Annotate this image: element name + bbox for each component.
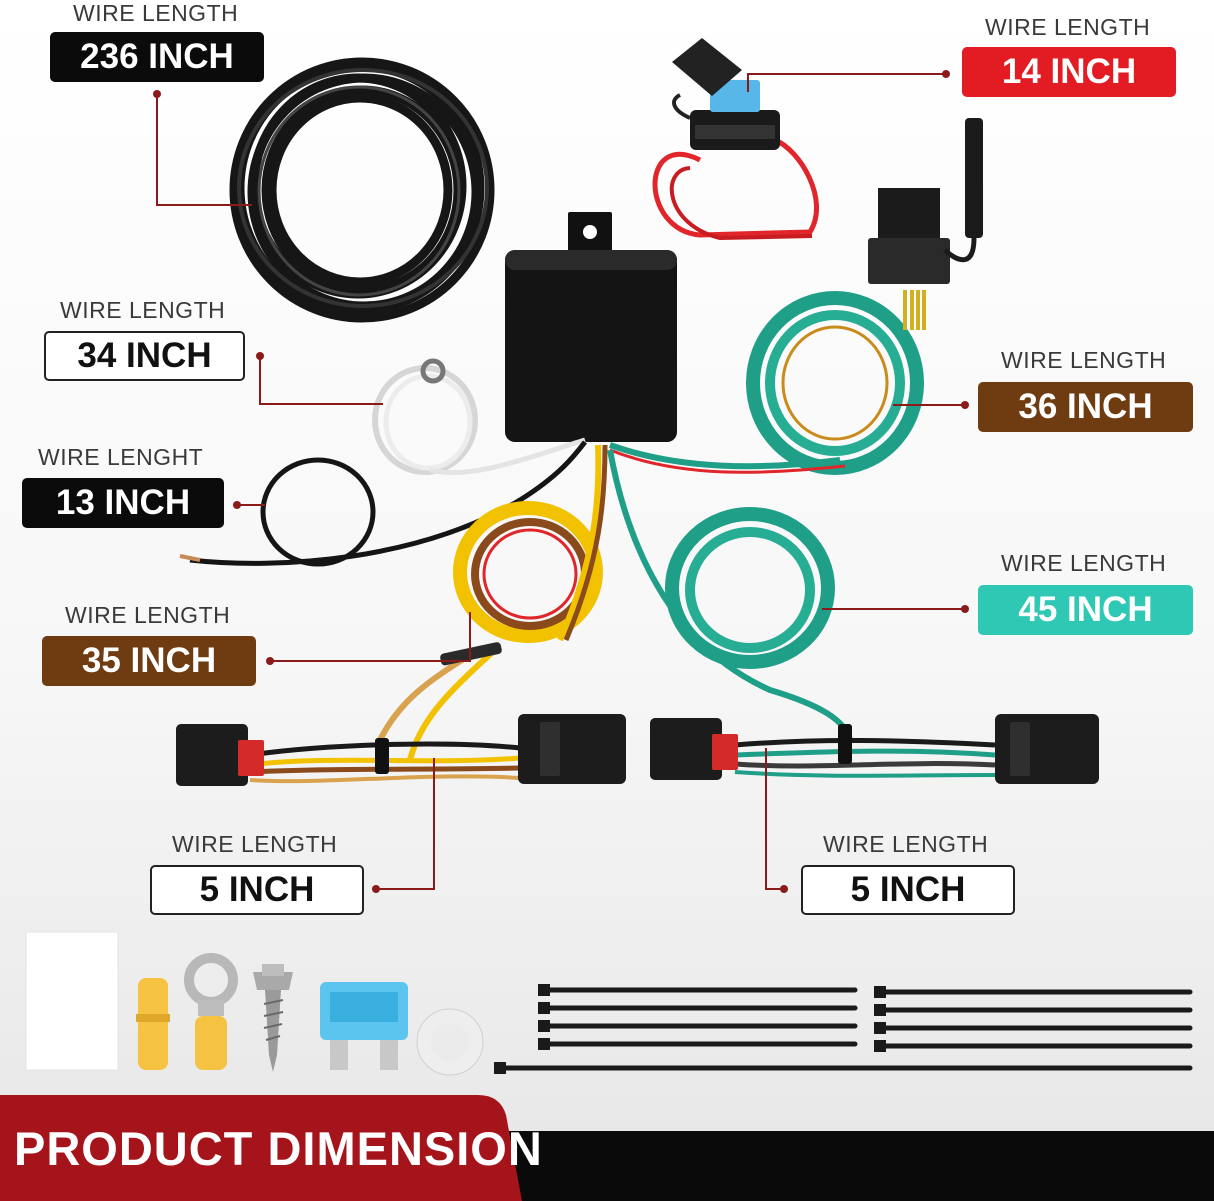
white-ground-wire [372,358,586,476]
left-tail-light-harness [176,714,626,786]
instruction-sheet [25,931,119,1071]
zip-ties-icon [497,987,1193,1071]
callout-5-right-caption: WIRE LENGTH [823,831,989,857]
banner-title: PRODUCT DIMENSION [14,1122,543,1175]
callout-236-value: 236 INCH [50,32,264,82]
leader-lines [156,73,965,890]
callout-34-value: 34 INCH [44,331,245,381]
callout-34-caption: WIRE LENGTH [60,297,226,323]
teal-harness-coil-upper [608,118,983,475]
callout-13-value: 13 INCH [22,478,224,528]
blade-fuse-icon [320,982,408,1070]
callout-35-caption: WIRE LENGTH [65,602,231,628]
inline-fuse-holder [652,38,819,241]
butt-connector-icon [136,978,170,1070]
black-wire-coil [229,57,495,323]
callout-35-value: 35 INCH [42,636,256,686]
callout-45-caption: WIRE LENGTH [1001,550,1167,576]
yellow-brown-coil [377,444,608,761]
self-tapping-screw-icon [253,964,293,1072]
callout-236-caption: WIRE LENGTH [73,0,239,26]
callout-5-right-value: 5 INCH [801,865,1015,915]
callout-14-caption: WIRE LENGTH [985,14,1151,40]
leader-dots [153,70,969,893]
bottom-banner [0,1095,1214,1201]
washer-icon [416,1008,484,1076]
callout-36-value: 36 INCH [978,382,1193,432]
converter-module [505,212,677,442]
callout-5-left-caption: WIRE LENGTH [172,831,338,857]
ring-terminal-icon [184,953,238,1070]
black-power-wire [179,440,587,567]
right-tail-light-harness [650,714,1099,784]
teal-harness-coil-lower [607,449,853,741]
accessories-kit [25,931,1193,1076]
callout-14-value: 14 INCH [962,47,1176,97]
callout-45-value: 45 INCH [978,585,1193,635]
callout-5-left-value: 5 INCH [150,865,364,915]
callout-13-caption: WIRE LENGHT [38,444,204,470]
callout-36-caption: WIRE LENGTH [1001,347,1167,373]
